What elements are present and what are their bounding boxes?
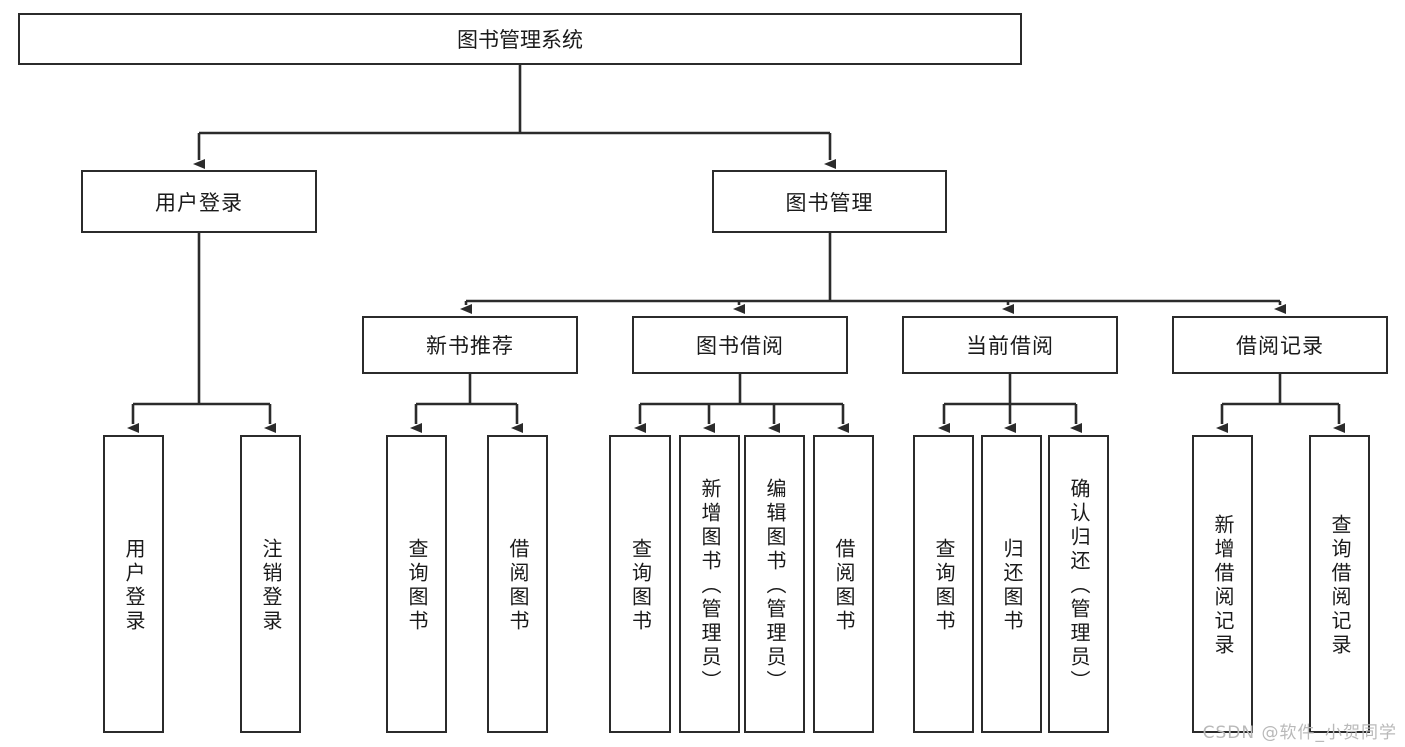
leaf-query-borrow-record-label: 查询借阅记录: [1328, 514, 1352, 658]
leaf-logout-login-label: 注销登录: [259, 538, 283, 634]
node-root-label: 图书管理系统: [457, 28, 583, 52]
leaf-confirm-return-admin-wrap: 确认归还（管理员）: [1064, 441, 1093, 731]
node-book-manage-label: 图书管理: [785, 190, 874, 215]
leaf-confirm-return-admin[interactable]: 确认归还（管理员）: [1048, 435, 1109, 733]
leaf-edit-book-admin[interactable]: 编辑图书（管理员）: [744, 435, 805, 733]
node-current-borrow[interactable]: 当前借阅: [902, 316, 1118, 374]
node-borrow-record-label: 借阅记录: [1236, 334, 1324, 358]
leaf-edit-book-admin-label: 编辑图书（管理员）: [763, 478, 787, 694]
leaf-query-borrow-record-wrap: 查询借阅记录: [1325, 441, 1354, 731]
leaf-borrow-book-1-wrap: 借阅图书: [503, 441, 532, 731]
leaf-edit-book-admin-wrap: 编辑图书（管理员）: [760, 441, 789, 731]
leaf-return-book[interactable]: 归还图书: [981, 435, 1042, 733]
leaf-query-book-1-wrap: 查询图书: [402, 441, 431, 731]
node-user-login[interactable]: 用户登录: [81, 170, 317, 233]
leaf-user-login-wrap: 用户登录: [119, 441, 148, 731]
leaf-logout-login-wrap: 注销登录: [256, 441, 285, 731]
leaf-add-borrow-record-label: 新增借阅记录: [1211, 514, 1235, 658]
node-book-borrow-label: 图书借阅: [696, 334, 784, 358]
leaf-return-book-label: 归还图书: [1000, 538, 1024, 634]
leaf-add-borrow-record-wrap: 新增借阅记录: [1208, 441, 1237, 731]
leaf-query-book-2-wrap: 查询图书: [626, 441, 655, 731]
leaf-borrow-book-2-label: 借阅图书: [832, 538, 856, 634]
node-current-borrow-label: 当前借阅: [966, 334, 1054, 358]
node-user-login-label: 用户登录: [155, 190, 243, 215]
leaf-borrow-book-1[interactable]: 借阅图书: [487, 435, 548, 733]
leaf-query-book-1[interactable]: 查询图书: [386, 435, 447, 733]
watermark: CSDN @软件_小贺同学: [1202, 723, 1397, 743]
leaf-logout-login[interactable]: 注销登录: [240, 435, 301, 733]
leaf-add-borrow-record[interactable]: 新增借阅记录: [1192, 435, 1253, 733]
leaf-query-book-2-label: 查询图书: [628, 538, 653, 634]
node-book-borrow[interactable]: 图书借阅: [632, 316, 848, 374]
leaf-query-book-3-wrap: 查询图书: [929, 441, 958, 731]
leaf-add-book-admin-wrap: 新增图书（管理员）: [695, 441, 724, 731]
leaf-borrow-book-2[interactable]: 借阅图书: [813, 435, 874, 733]
node-new-book-recommend-label: 新书推荐: [426, 334, 514, 358]
node-root[interactable]: 图书管理系统: [18, 13, 1022, 65]
leaf-return-book-wrap: 归还图书: [997, 441, 1026, 731]
leaf-borrow-book-2-wrap: 借阅图书: [829, 441, 858, 731]
node-book-manage[interactable]: 图书管理: [712, 170, 947, 233]
leaf-query-borrow-record[interactable]: 查询借阅记录: [1309, 435, 1370, 733]
leaf-add-book-admin[interactable]: 新增图书（管理员）: [679, 435, 740, 733]
leaf-query-book-3-label: 查询图书: [932, 538, 956, 634]
leaf-query-book-1-label: 查询图书: [405, 538, 429, 634]
leaf-confirm-return-admin-label: 确认归还（管理员）: [1067, 478, 1091, 694]
leaf-borrow-book-1-label: 借阅图书: [506, 538, 530, 634]
node-new-book-recommend[interactable]: 新书推荐: [362, 316, 578, 374]
node-borrow-record[interactable]: 借阅记录: [1172, 316, 1388, 374]
leaf-query-book-2[interactable]: 查询图书: [609, 435, 671, 733]
leaf-user-login-label: 用户登录: [122, 538, 146, 634]
leaf-query-book-3[interactable]: 查询图书: [913, 435, 974, 733]
leaf-add-book-admin-label: 新增图书（管理员）: [698, 478, 722, 694]
leaf-user-login[interactable]: 用户登录: [103, 435, 164, 733]
